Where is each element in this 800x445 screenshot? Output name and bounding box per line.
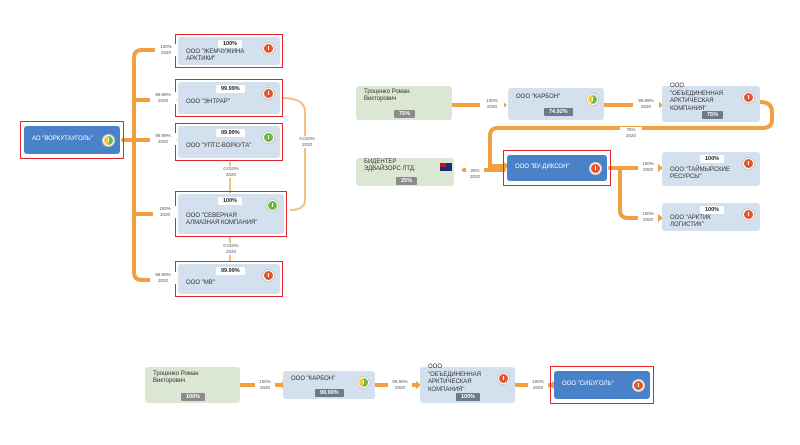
edge-label: 99.99%2020	[150, 272, 176, 284]
node-entrar[interactable]: 99.99% ООО "ЭНТРАР"	[178, 82, 280, 114]
share-badge: 100%	[218, 40, 243, 48]
edge-label: 99.99%2020	[150, 133, 176, 145]
red-status-icon	[263, 88, 274, 99]
node-name: Троценко Роман Викторович	[364, 88, 410, 103]
node-name: ООО "СЕВЕРНАЯ АЛМАЗНАЯ КОМПАНИЯ"	[186, 212, 258, 227]
green-status-icon	[263, 132, 274, 143]
node-upts-vorkuta[interactable]: 99.99% ООО "УПТС-ВОРКУТА"	[178, 126, 280, 158]
edge-label: 0.010%2020	[218, 243, 244, 255]
node-mv[interactable]: 99.99% ООО "МВ"	[178, 264, 280, 294]
share-badge: 100%	[700, 206, 725, 214]
share-badge: 75%	[394, 110, 416, 118]
highlight-frame-sibugol	[550, 366, 654, 404]
red-status-icon	[590, 163, 601, 174]
node-name: ООО "ЭНТРАР"	[186, 99, 230, 106]
red-status-icon	[263, 43, 274, 54]
red-status-icon	[263, 270, 274, 281]
highlight-frame-focus	[503, 150, 611, 186]
share-badge: 100%	[181, 393, 206, 401]
share-badge: 99.90%	[315, 389, 344, 397]
node-person-trotsenko-bottom[interactable]: Троценко Роман Викторович 100%	[145, 367, 240, 403]
node-name: ООО "ТАЙМЫРСКИЕ РЕСУРСЫ"	[670, 166, 730, 181]
node-vorkutaugol[interactable]: АО "ВОРКУТАУГОЛЬ"	[24, 126, 120, 154]
node-name: ООО "СИБУГОЛЬ"	[562, 381, 614, 388]
edge-label: 100%2020	[153, 206, 177, 218]
node-severnaya-almaznaya[interactable]: 100% ООО "СЕВЕРНАЯ АЛМАЗНАЯ КОМПАНИЯ"	[178, 194, 284, 234]
node-name: АО "ВОРКУТАУГОЛЬ"	[32, 136, 93, 143]
red-status-icon	[743, 92, 754, 103]
node-vu-dikson[interactable]: ООО "ВУ-ДИКСОН"	[507, 155, 607, 181]
edge-label: 100%2020	[638, 211, 658, 223]
edge-label: 99.99%2020	[633, 98, 659, 110]
share-badge: 99.99%	[216, 85, 245, 93]
green-yellow-status-icon	[103, 135, 114, 146]
node-arctic-logistic[interactable]: 100% ООО "АРКТИК ЛОГИСТИК"	[662, 203, 760, 231]
node-name: ООО "КАРБОН"	[516, 94, 561, 101]
share-badge: 99.99%	[216, 267, 245, 275]
node-name: ООО "ЖЕМЧУЖИНА АРКТИКИ"	[186, 48, 245, 63]
node-karbon-bottom[interactable]: ООО "КАРБОН" 99.90%	[283, 371, 375, 399]
node-sibugol[interactable]: ООО "СИБУГОЛЬ"	[554, 371, 650, 399]
node-united-arctic[interactable]: ООО "ОБЪЕДИНЕННАЯ АРКТИЧЕСКАЯ КОМПАНИЯ" …	[662, 83, 760, 122]
share-badge: 25%	[396, 177, 418, 185]
edge-label: 0.010%2020	[294, 136, 320, 148]
share-badge: 100%	[700, 155, 725, 163]
node-united-arctic-bottom[interactable]: ООО "ОБЪЕДИНЕННАЯ АРКТИЧЕСКАЯ КОМПАНИЯ" …	[420, 364, 515, 403]
edge-label: 0.010%2020	[218, 166, 244, 178]
red-status-icon	[743, 158, 754, 169]
share-badge: 100%	[218, 197, 243, 205]
node-person-trotsenko[interactable]: Троценко Роман Викторович 75%	[356, 86, 452, 120]
yellow-green-status-icon	[587, 94, 598, 105]
node-bidenter[interactable]: БИДЕНТЕР ЭДВАЙЗОРС ЛТД. 25%	[356, 158, 454, 186]
node-name: ООО "КАРБОН"	[291, 376, 336, 383]
node-taimyr-resources[interactable]: 100% ООО "ТАЙМЫРСКИЕ РЕСУРСЫ"	[662, 152, 760, 186]
edge-label: 25%2020	[466, 168, 484, 180]
share-badge: 99.99%	[216, 129, 245, 137]
node-name: ООО "ОБЪЕДИНЕННАЯ АРКТИЧЕСКАЯ КОМПАНИЯ"	[428, 364, 481, 393]
edge-label: 100%2020	[480, 98, 504, 110]
flag-icon	[440, 163, 452, 171]
red-status-icon	[498, 373, 509, 384]
edge-label: 75%2020	[620, 127, 642, 139]
yellow-green-status-icon	[358, 377, 369, 388]
red-status-icon	[743, 209, 754, 220]
node-name: Троценко Роман Викторович	[153, 370, 199, 385]
edge-label: 100%2020	[155, 44, 177, 56]
node-name: ООО "МВ"	[186, 280, 215, 287]
node-name: ООО "АРКТИК ЛОГИСТИК"	[670, 214, 711, 229]
share-badge: 100%	[456, 393, 481, 401]
edge-label: 100%2020	[638, 161, 658, 173]
green-status-icon	[267, 200, 278, 211]
share-badge: 74.92%	[544, 108, 573, 116]
node-name: БИДЕНТЕР ЭДВАЙЗОРС ЛТД.	[364, 158, 416, 173]
share-badge: 75%	[702, 111, 724, 119]
edge-label: 99.99%2020	[150, 92, 176, 104]
node-zhemchuzhina[interactable]: 100% ООО "ЖЕМЧУЖИНА АРКТИКИ"	[178, 37, 280, 65]
node-name: ООО "ВУ-ДИКСОН"	[515, 164, 570, 171]
red-status-icon	[633, 380, 644, 391]
edge-label: 99.90%2020	[388, 379, 412, 391]
node-karbon[interactable]: ООО "КАРБОН" 74.92%	[508, 88, 604, 120]
edge-label: 100%2020	[528, 379, 548, 391]
node-name: ООО "УПТС-ВОРКУТА"	[186, 143, 252, 150]
highlight-frame-root	[20, 121, 124, 159]
edge-label: 100%2020	[255, 379, 275, 391]
node-name: ООО "ОБЪЕДИНЕННАЯ АРКТИЧЕСКАЯ КОМПАНИЯ"	[670, 83, 723, 112]
